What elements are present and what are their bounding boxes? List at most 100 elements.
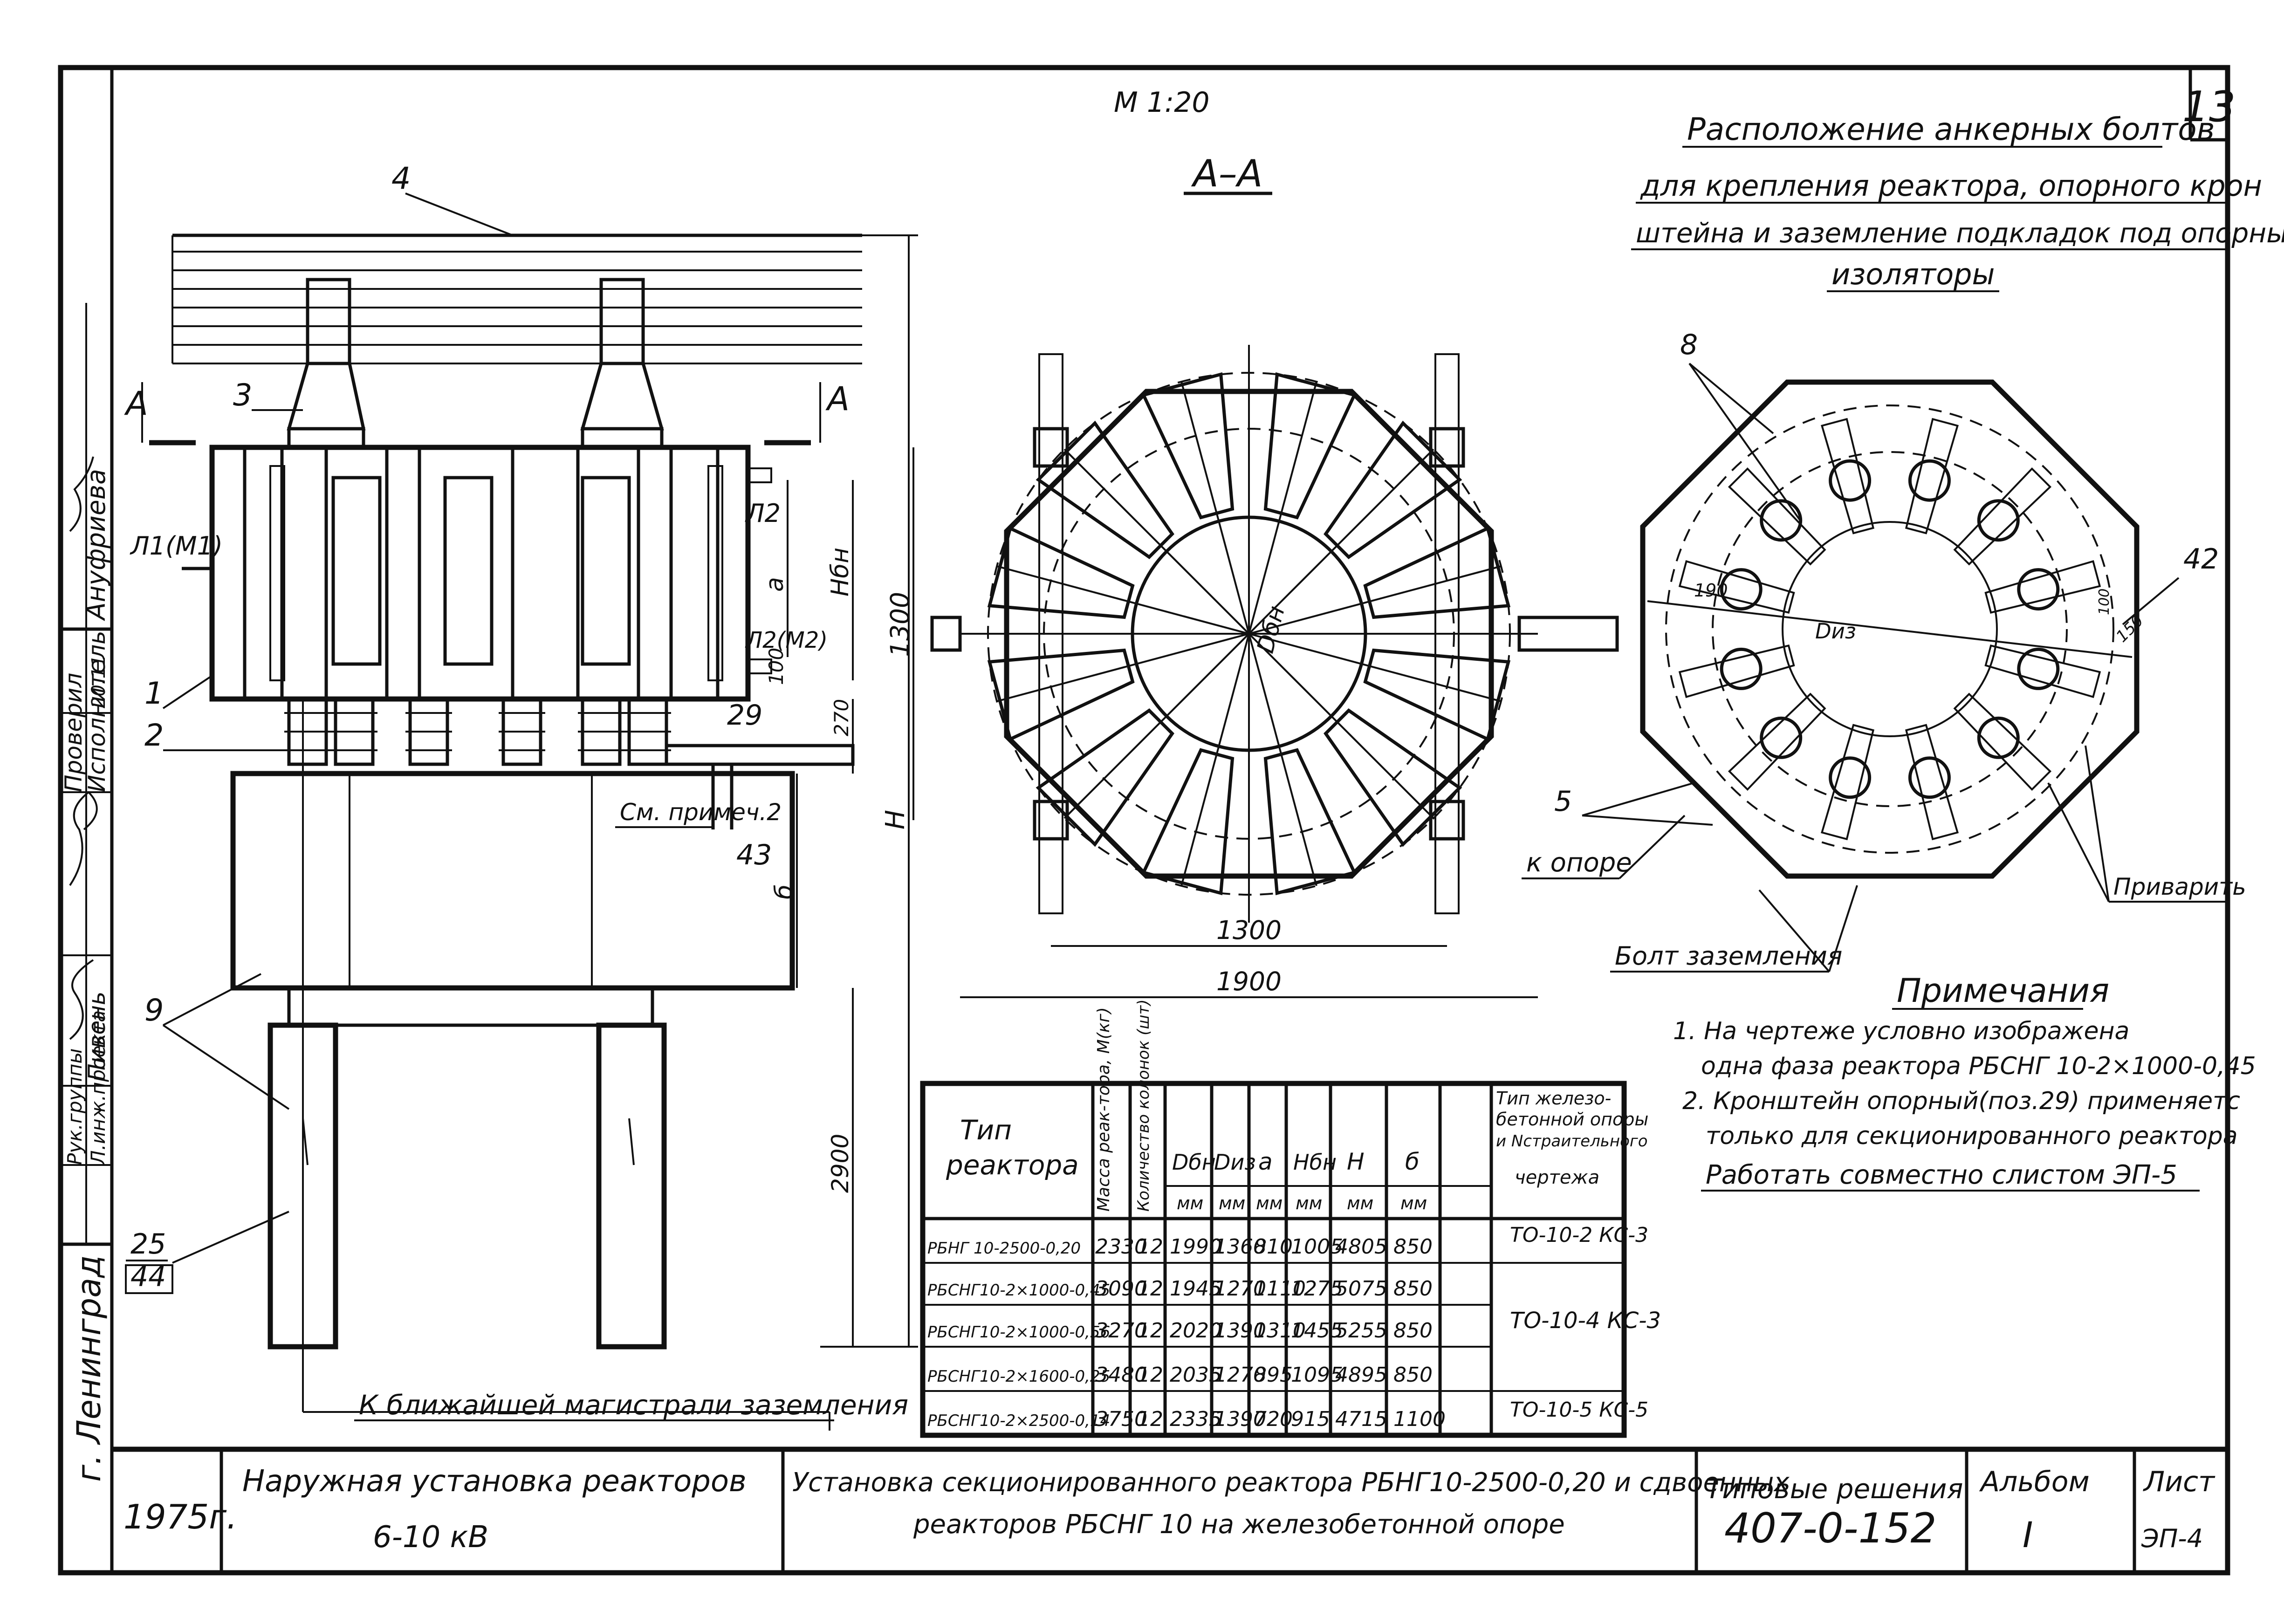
coil-sector <box>1036 420 1174 559</box>
table-cell: 1945 <box>1170 1277 1222 1301</box>
coil-sector <box>1263 372 1357 520</box>
anchor-bolt <box>1678 644 1795 698</box>
dim-1300-horizontal: 1300 <box>1216 915 1282 945</box>
th-b: б <box>1405 1148 1420 1175</box>
note-1a: 1. На чертеже условно изображена <box>1673 1017 2129 1045</box>
radial-line <box>1063 633 1250 819</box>
insulator-diameter-label: Dиз <box>1815 619 1856 644</box>
section-label: А–А <box>1191 152 1262 195</box>
table-cell: 915 <box>1291 1407 1330 1431</box>
callout-25: 25 <box>130 1228 166 1261</box>
to-support-label: к опоре <box>1526 848 1632 878</box>
title-project: Наружная установка реакторов <box>242 1464 747 1499</box>
th-support-2: бетонной опоры <box>1496 1109 1648 1130</box>
table-cell: 12 <box>1137 1363 1163 1387</box>
table-cell: 4895 <box>1335 1363 1387 1387</box>
anchor-bolt <box>1953 692 2052 791</box>
table-cell: 2335 <box>1170 1407 1222 1431</box>
anchor-bolt <box>1984 644 2101 698</box>
top-title-line-2: для крепления реактора, опорного крон <box>1640 169 2262 203</box>
sheet-frame: 13 <box>58 65 2236 1576</box>
svg-text:мм: мм <box>1219 1193 1245 1213</box>
title-voltage: 6-10 кВ <box>373 1520 488 1555</box>
table-cell: 1110 <box>1254 1277 1306 1301</box>
title-block: 1975г. Наружная установка реакторов 6-10… <box>112 1446 2228 1573</box>
callout-9: 9 <box>144 993 164 1028</box>
title-year: 1975г. <box>123 1497 237 1536</box>
busbars <box>171 233 862 364</box>
callout-1: 1 <box>144 676 164 711</box>
th-support-4: чертежа <box>1515 1167 1599 1188</box>
table-cell: 720 <box>1254 1407 1293 1431</box>
title-album-label: Альбом <box>1979 1466 2090 1498</box>
cut-marker-right: А <box>825 380 850 418</box>
notes: Примечания 1. На чертеже условно изображ… <box>1673 972 2256 1192</box>
title-description-1: Установка секционированного реактора РБН… <box>792 1467 1790 1498</box>
dim-H: Н <box>880 810 911 829</box>
side-stamp: Исполнитель Ануфриева Проверил Л.инж.про… <box>60 303 112 1482</box>
radial-line <box>996 633 1249 702</box>
th-support-3: и Nстраительного <box>1496 1132 1648 1151</box>
anchor-bolt <box>1728 467 1826 566</box>
table-cell: 1360 <box>1214 1235 1266 1259</box>
table-cell: 12 <box>1137 1319 1163 1343</box>
callout-2: 2 <box>144 718 164 753</box>
radial-line <box>1248 633 1502 702</box>
note-1b: одна фаза реактора РБСНГ 10-2×1000-0,45 <box>1701 1052 2256 1080</box>
note-3: Работать совместно слистом ЭП-5 <box>1706 1160 2177 1190</box>
role-executor: Исполнитель <box>83 630 110 792</box>
th-support-1: Тип железо- <box>1496 1088 1611 1109</box>
dim-150: 150 <box>2113 611 2147 646</box>
table-cell: 850 <box>1393 1277 1433 1301</box>
coil-sector <box>987 648 1135 742</box>
section-diameter-label: Dбн <box>1252 603 1290 656</box>
table-cell: 2330 <box>1095 1235 1147 1259</box>
th-hbn: Нбн <box>1293 1150 1337 1175</box>
note-2a: 2. Кронштейн опорный(поз.29) применяетс <box>1682 1087 2240 1115</box>
title-description-2: реакторов РБСНГ 10 на железобетонной опо… <box>913 1509 1565 1540</box>
coil-sector <box>1141 748 1235 896</box>
signature-3 <box>69 456 94 532</box>
callout-5: 5 <box>1554 785 1572 818</box>
dim-190: 190 <box>1694 580 1728 601</box>
callout-8: 8 <box>1680 329 1698 361</box>
table-cell: 12 <box>1137 1277 1163 1301</box>
svg-text:мм: мм <box>1177 1193 1203 1213</box>
anchor-bolt <box>1821 418 1875 534</box>
coil-sector <box>1141 372 1235 520</box>
table-cell: 1270 <box>1214 1277 1266 1301</box>
title-series-number: 407-0-152 <box>1724 1504 1936 1552</box>
title-sheet-label: Лист <box>2143 1466 2215 1498</box>
signature-1 <box>69 791 98 886</box>
scale-label: М 1:20 <box>1114 86 1210 119</box>
anchor-bolt <box>1821 724 1875 841</box>
svg-text:мм: мм <box>1347 1193 1373 1213</box>
city-label: г. Ленинград <box>70 1255 108 1482</box>
anchor-bolt <box>1905 724 1959 841</box>
table-cell: 810 <box>1254 1235 1293 1259</box>
note-ref: См. примеч.2 <box>620 799 782 826</box>
callout-43: 43 <box>736 839 772 871</box>
table-cell: 1270 <box>1214 1363 1266 1387</box>
role-lead-engineer: Л.инж.проекта <box>87 1010 110 1166</box>
support-group-3: ТО-10-5 КС-5 <box>1510 1398 1648 1422</box>
title-album-number: I <box>2023 1514 2033 1555</box>
section-view: Dбн 1300 1300 1900 <box>885 345 1619 998</box>
table-cell-type: РБСНГ10-2×1600-0,25 <box>927 1367 1110 1386</box>
svg-text:мм: мм <box>1400 1193 1427 1213</box>
ground-bolt-label: Болт заземления <box>1615 941 1842 971</box>
coil-sector <box>987 526 1135 619</box>
table-cell: 1390 <box>1214 1407 1266 1431</box>
top-title-line-3: штейна и заземление подкладок под опорны <box>1636 217 2284 249</box>
table-cell: 1005 <box>1291 1235 1343 1259</box>
terminal-l1m1: Л1(М1) <box>130 531 223 561</box>
terminal-l2m2: Л2(М2) <box>745 627 828 653</box>
dim-270: 270 <box>830 699 853 736</box>
radial-line <box>1248 565 1502 635</box>
table-cell: 4805 <box>1335 1235 1387 1259</box>
table-cell: 12 <box>1137 1235 1163 1259</box>
th-h: Н <box>1347 1148 1365 1175</box>
table-cell-type: РБСНГ10-2×1000-0,45 <box>927 1281 1110 1300</box>
dim-hbn: Нбн <box>826 548 854 596</box>
